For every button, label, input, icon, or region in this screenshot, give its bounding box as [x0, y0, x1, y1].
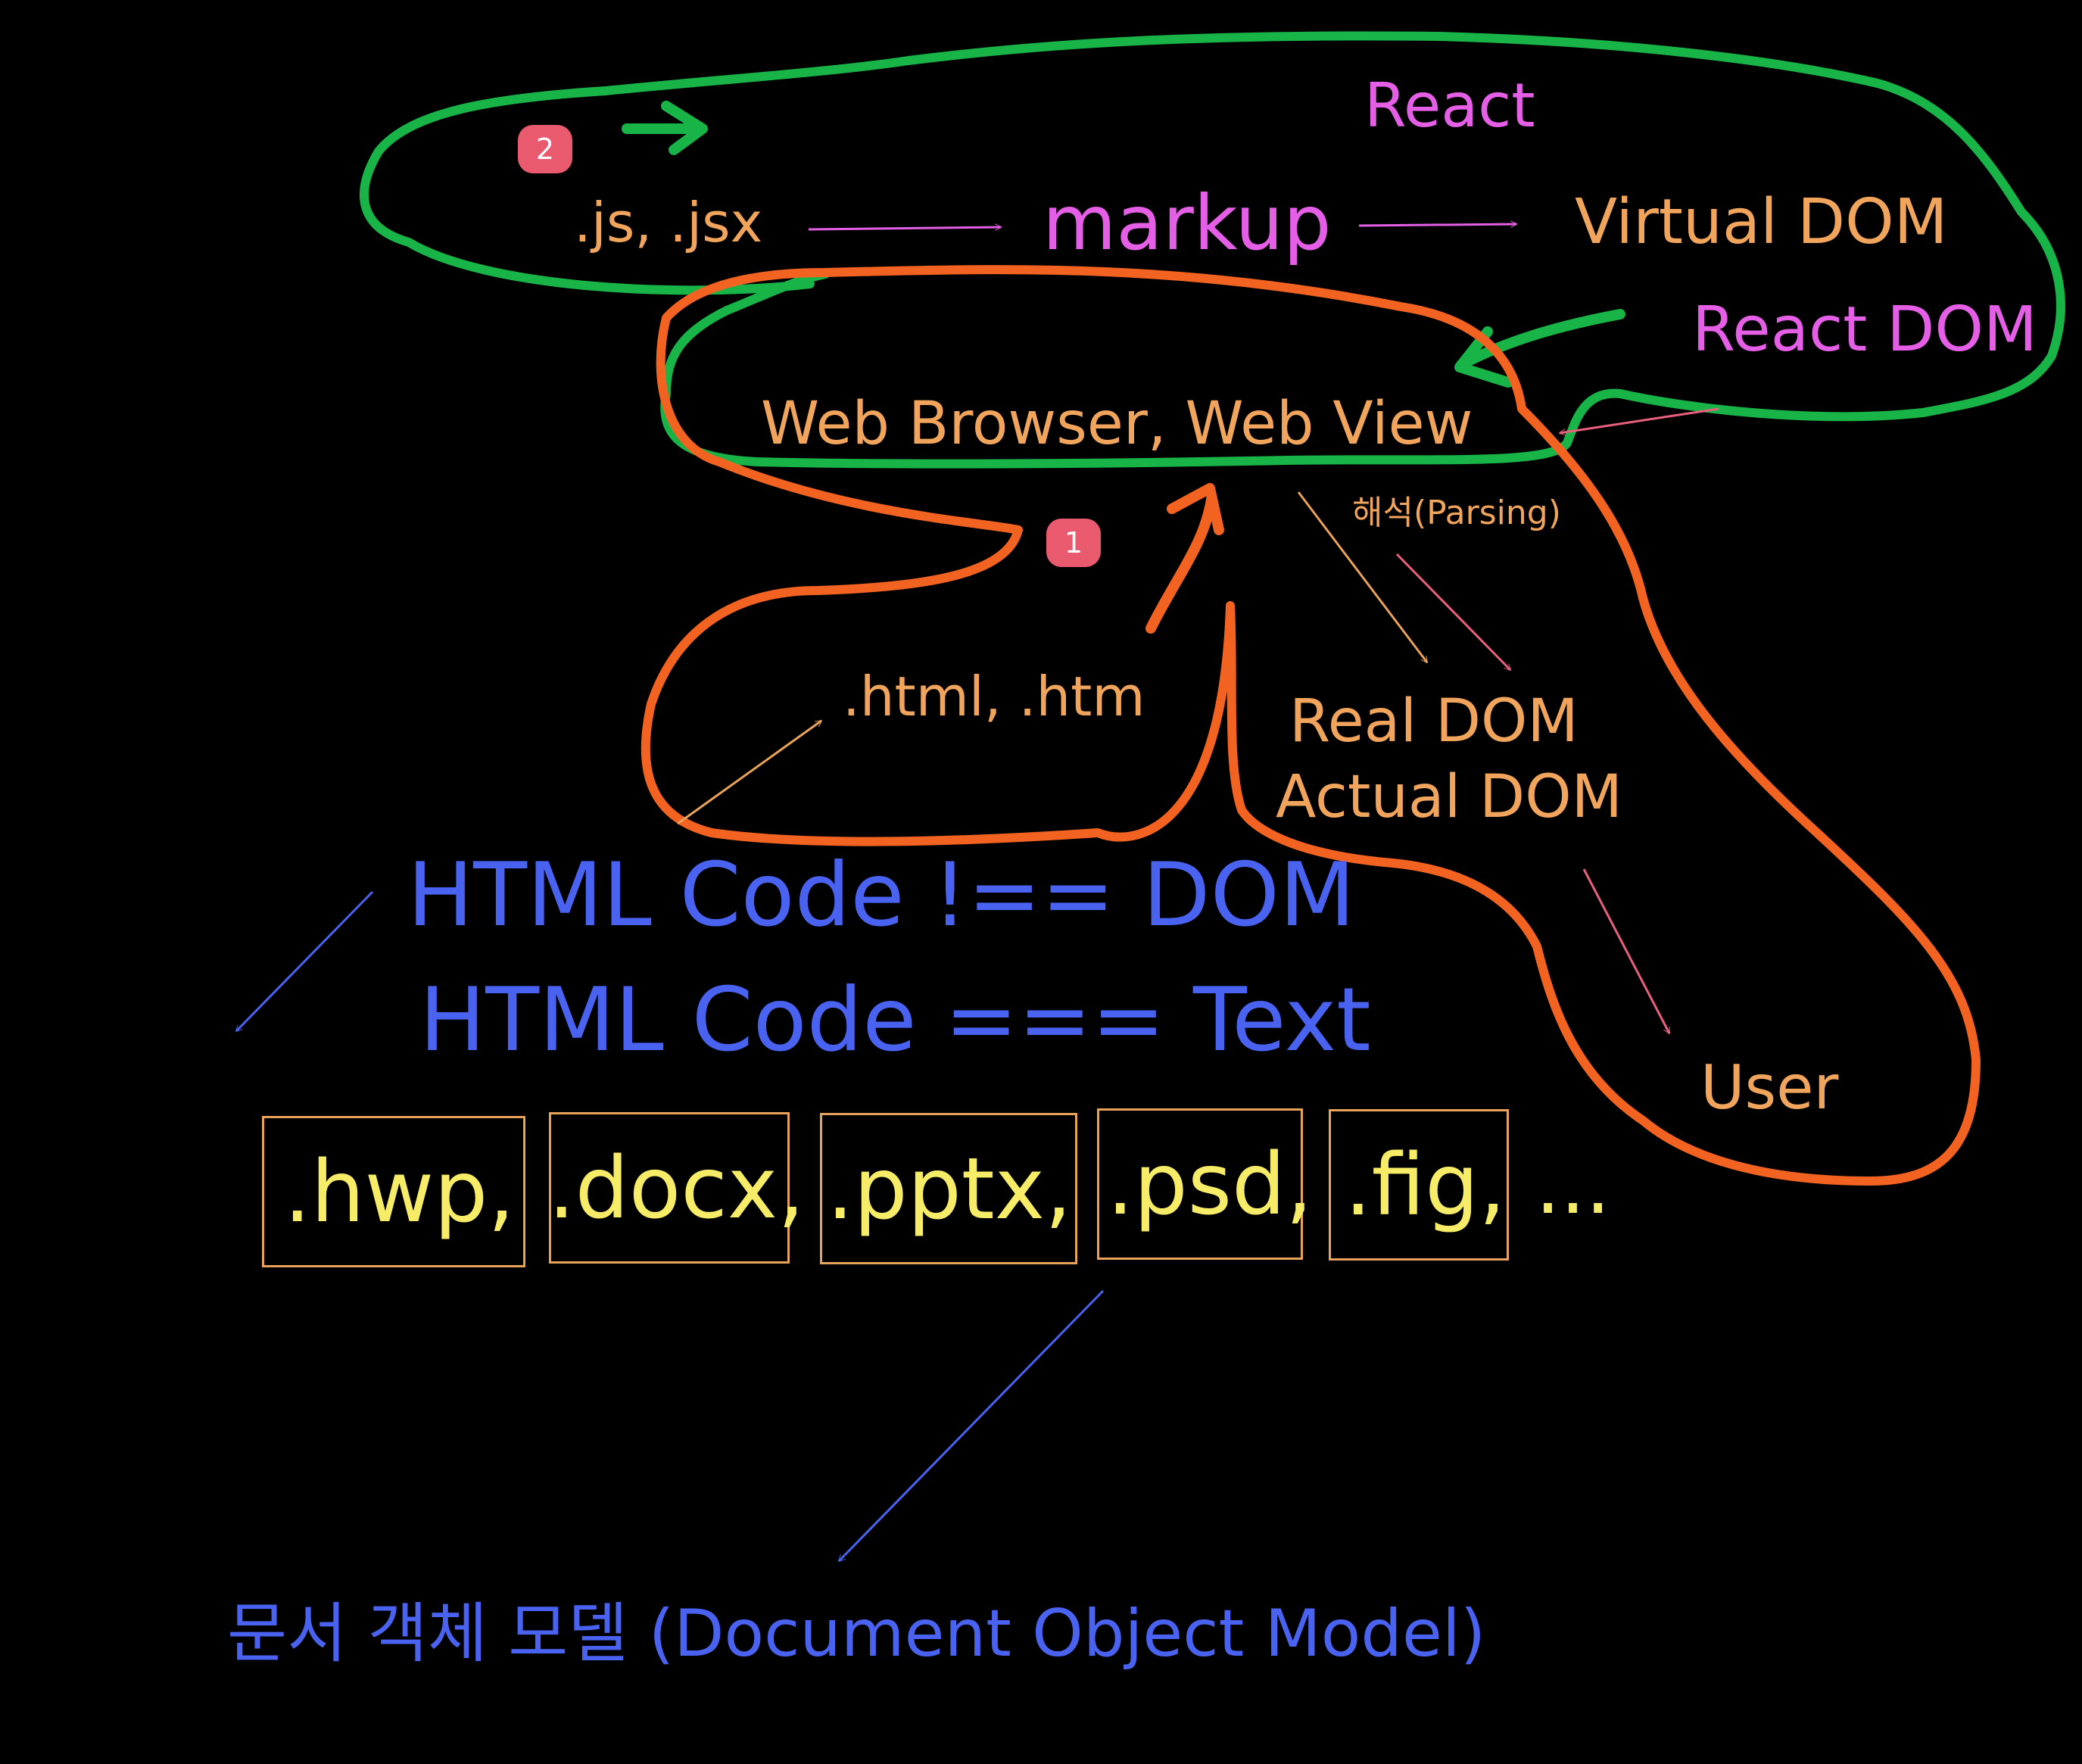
arrow-actual-dom-to-user [1582, 868, 1671, 1033]
arrow-parsing-to-real-dom [1395, 553, 1510, 670]
orange-loop [640, 265, 1981, 1186]
markup-label: markup [1043, 179, 1332, 267]
extension-ellipsis: ... [1535, 1139, 1611, 1232]
extension-box-docx: .docx, [548, 1112, 805, 1264]
extension-box-pptx: .pptx, [820, 1113, 1077, 1264]
arrow-markup-to-vdom [1358, 224, 1516, 226]
arrow-html-code-down-left [236, 890, 374, 1031]
arrow-browser-to-real-dom [1297, 491, 1429, 662]
arrow-react-dom-to-browser [1560, 407, 1719, 433]
extension-pptx: .pptx, [827, 1140, 1072, 1239]
orange-arrow-up [1145, 494, 1217, 634]
arrow-to-document-object-model [839, 1289, 1105, 1561]
step-badge-2: 2 [518, 125, 572, 173]
js-jsx-label: .js, .jsx [574, 191, 763, 254]
green-arrow-2-head [661, 101, 708, 155]
orange-arrow-up-head [1167, 483, 1224, 535]
green-react-loop [360, 31, 2065, 469]
react-label: React [1364, 70, 1535, 141]
actual-dom-label: Actual DOM [1276, 763, 1622, 831]
arrow-to-html-files [677, 719, 821, 825]
react-dom-label: React DOM [1692, 294, 2037, 366]
virtual-dom-label: Virtual DOM [1575, 186, 1948, 258]
extension-docx: .docx, [548, 1139, 805, 1238]
extension-box-hwp: .hwp, [262, 1116, 525, 1267]
parsing-label: 해석(Parsing) [1352, 494, 1561, 532]
html-code-not-dom-statement: HTML Code !== DOM [407, 844, 1355, 946]
arrow-js-to-markup [808, 227, 1001, 229]
user-label: User [1700, 1052, 1839, 1123]
html-files-label: .html, .htm [843, 665, 1145, 728]
green-arrow-react-dom [1456, 309, 1625, 370]
real-dom-label: Real DOM [1289, 687, 1579, 756]
extension-psd: .psd, [1107, 1136, 1313, 1234]
green-arrow-react-dom-head [1454, 326, 1513, 388]
extension-hwp: .hwp, [284, 1143, 515, 1242]
html-code-is-text-statement: HTML Code === Text [419, 969, 1371, 1071]
extension-box-psd: .psd, [1097, 1108, 1313, 1260]
extension-box-fig: .fig, [1329, 1109, 1509, 1261]
document-object-model-label: 문서 객체 모델 (Document Object Model) [227, 1596, 1486, 1672]
step-badge-1: 1 [1046, 519, 1101, 567]
extension-fig: .fig, [1345, 1136, 1506, 1235]
web-browser-label: Web Browser, Web View [761, 390, 1473, 458]
